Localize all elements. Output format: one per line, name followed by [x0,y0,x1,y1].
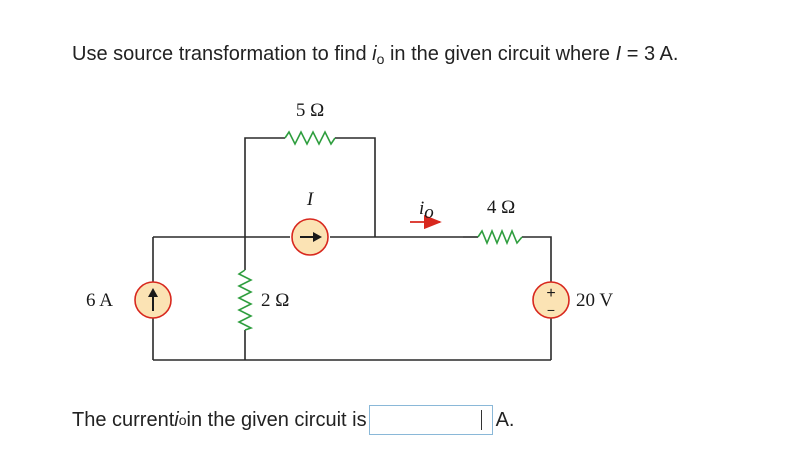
question-prefix: Use source transformation to find [72,43,373,65]
resistor-4ohm-icon [477,228,523,246]
question-middle: in the given circuit where [384,43,616,65]
answer-prefix: The current [72,409,175,431]
resistor-5ohm-icon [284,130,336,146]
current-source-6A-icon [134,281,172,319]
question-suffix: = 3 A. [621,43,679,65]
question-var-i: i [372,43,377,65]
label-source-6A: 6 A [86,290,113,311]
source-plus-sign: + [546,285,555,302]
question-var-I: I [615,43,622,65]
question-var-sub: o [376,51,385,67]
answer-suffix: in the given circuit is [186,409,367,431]
label-source-I: I [306,189,315,210]
label-r-top: 5 Ω [296,100,324,121]
answer-var-i: i [174,409,179,431]
question-text: Use source transformation to find io in … [72,42,678,66]
text-caret [480,410,482,430]
source-minus-sign: − [547,302,555,318]
label-io-sub: o [424,202,434,223]
label-r-right: 4 Ω [487,197,515,218]
current-source-I-icon [291,218,329,256]
label-io: io [419,198,434,223]
label-source-20V: 20 V [576,290,613,311]
label-io-i: i [419,198,424,219]
resistor-2ohm-icon [237,269,254,331]
label-r-mid: 2 Ω [261,290,289,311]
answer-input[interactable] [368,405,493,435]
circuit-wires [152,137,552,361]
answer-unit: A. [495,409,515,431]
voltage-source-20V-icon: + − [532,281,570,319]
